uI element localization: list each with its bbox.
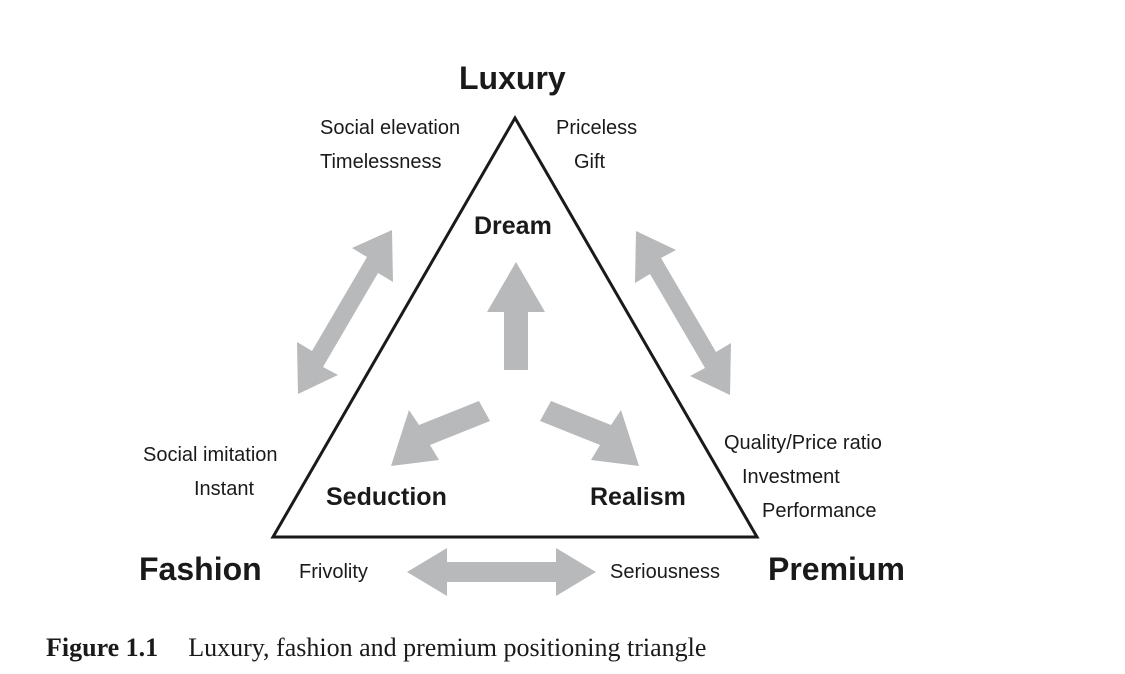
fashion-attribute: Instant: [194, 478, 255, 500]
fashion-attribute: Social imitation: [143, 444, 278, 466]
figure-caption: Figure 1.1 Luxury, fashion and premium po…: [46, 633, 706, 663]
luxury-attribute: Social elevation: [320, 117, 461, 139]
bottom-edge-label-seriousness: Seriousness: [610, 561, 721, 583]
luxury-premium-double-arrow: [635, 231, 731, 395]
dream-up-arrow: [487, 262, 545, 370]
figure-number: Figure 1.1: [46, 633, 159, 662]
luxury-attribute: Timelessness: [320, 151, 442, 173]
realism-down-right-arrow: [540, 401, 639, 466]
premium-attribute: Quality/Price ratio: [724, 432, 882, 454]
inner-label-seduction: Seduction: [326, 483, 447, 511]
premium-attribute: Investment: [742, 466, 840, 488]
seduction-down-left-arrow: [391, 401, 490, 466]
vertex-label-luxury: Luxury: [459, 60, 566, 96]
bottom-edge-label-frivolity: Frivolity: [299, 561, 368, 583]
fashion-premium-double-arrow: [407, 548, 596, 596]
premium-attribute: Performance: [762, 500, 877, 522]
figure-caption-text: Luxury, fashion and premium positioning …: [188, 633, 707, 662]
luxury-fashion-double-arrow: [297, 230, 393, 394]
vertex-label-premium: Premium: [768, 551, 905, 587]
inner-label-dream: Dream: [474, 212, 552, 240]
inner-label-realism: Realism: [590, 483, 686, 511]
vertex-label-fashion: Fashion: [139, 551, 262, 587]
luxury-attribute: Gift: [574, 151, 606, 173]
positioning-triangle: [270, 115, 760, 539]
luxury-attribute: Priceless: [556, 117, 638, 139]
